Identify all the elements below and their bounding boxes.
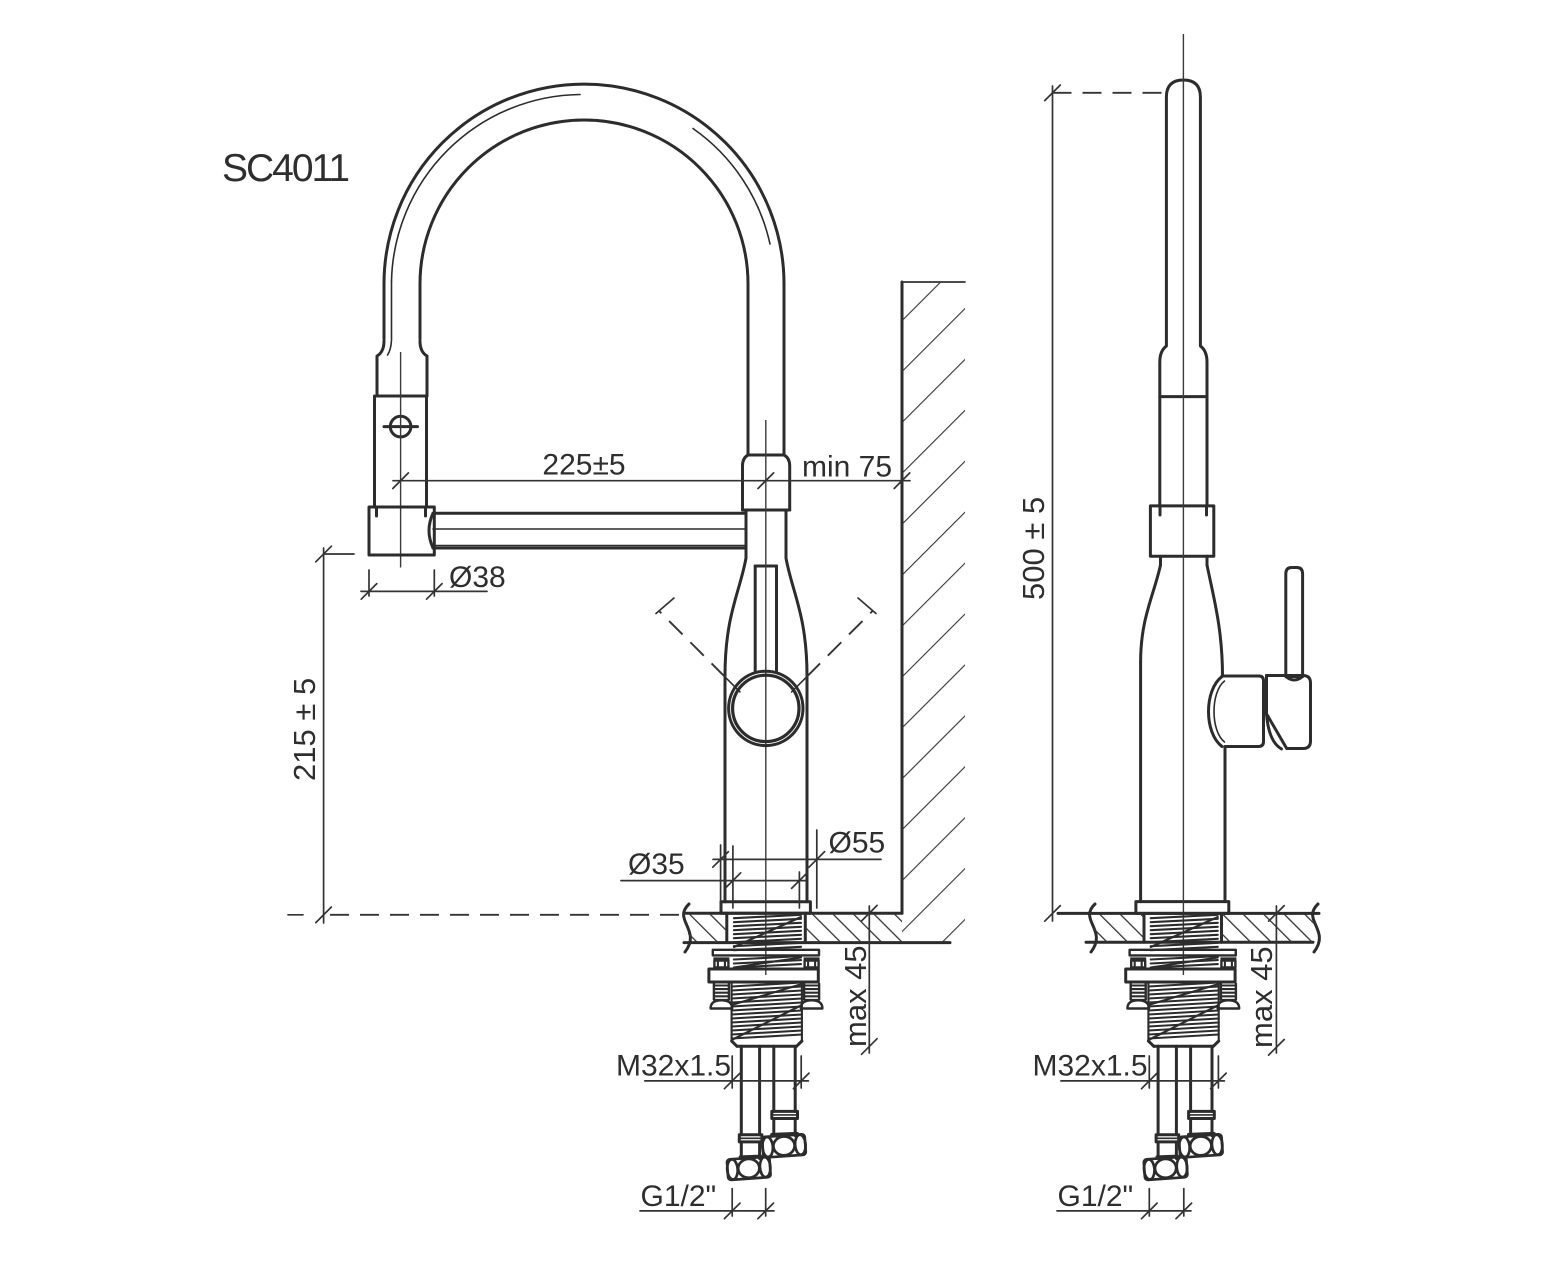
svg-text:G1/2": G1/2" (1058, 1180, 1134, 1213)
svg-text:G1/2": G1/2" (641, 1180, 717, 1213)
svg-text:225±5: 225±5 (542, 449, 625, 482)
svg-text:M32x1.5: M32x1.5 (1033, 1050, 1148, 1083)
svg-text:Ø55: Ø55 (829, 827, 886, 860)
svg-text:max 45: max 45 (838, 945, 873, 1047)
svg-text:215 ± 5: 215 ± 5 (287, 678, 322, 781)
svg-text:SC4011: SC4011 (222, 147, 348, 190)
svg-text:min 75: min 75 (802, 451, 892, 484)
svg-text:Ø38: Ø38 (449, 561, 506, 594)
svg-text:max 45: max 45 (1244, 946, 1279, 1048)
svg-text:Ø35: Ø35 (628, 848, 685, 881)
svg-text:M32x1.5: M32x1.5 (616, 1050, 731, 1083)
svg-text:500 ± 5: 500 ± 5 (1016, 497, 1051, 600)
